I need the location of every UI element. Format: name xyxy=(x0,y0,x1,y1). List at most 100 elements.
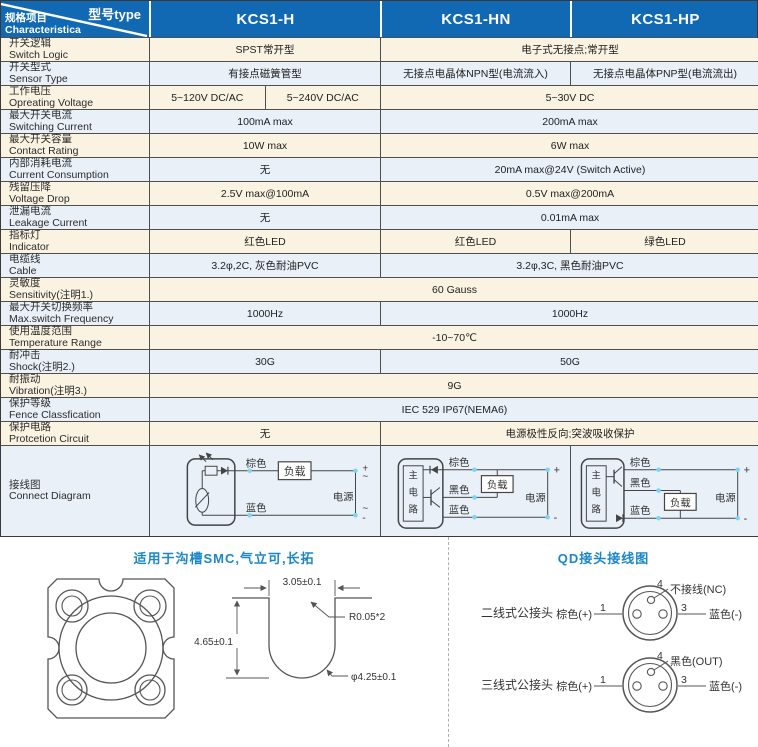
wiring-diagram-kcs1-hn: 主 电 路 负载 xyxy=(380,446,570,536)
model-header-kcs1-h: KCS1-H xyxy=(149,1,380,37)
brown-wire-label: 棕色 xyxy=(630,456,651,469)
value-cell: 1000Hz xyxy=(380,302,758,325)
model-header-kcs1-hp: KCS1-HP xyxy=(570,1,758,37)
value-cell: 200mA max xyxy=(380,110,758,133)
black-wire-label: 黑色 xyxy=(630,477,651,490)
ac-terminal: ~ xyxy=(362,472,368,483)
value-cell: 10W max xyxy=(149,134,380,157)
plus-terminal: + xyxy=(362,464,368,475)
value-cell: 无接点电晶体NPN型(电流流入) xyxy=(380,62,570,85)
groove-diameter-dim: φ4.25±0.1 xyxy=(351,672,397,683)
value-cell: 5~240V DC/AC xyxy=(264,86,380,109)
power-label: 电源 xyxy=(715,491,736,504)
brown-wire-label: 棕色 xyxy=(449,456,470,469)
qd-connector-diagrams: 二线式公接头 1 3 4 棕色(+) 蓝色(-) 不接线(NC) 三线式公接头 xyxy=(481,578,742,713)
pin4-out-label: 黑色(OUT) xyxy=(670,654,723,668)
value-cell: 1000Hz xyxy=(149,302,380,325)
spec-table: 型号type 规格项目 Characteristica KCS1-H KCS1-… xyxy=(0,0,758,537)
groove-width-dim: 3.05±0.1 xyxy=(283,577,322,588)
pin1-label: 棕色(+) xyxy=(556,679,592,693)
value-cell: SPST常开型 xyxy=(149,38,380,61)
pin3-number: 3 xyxy=(681,674,687,686)
load-label: 负载 xyxy=(670,496,691,509)
mounting-drawing: 3.05±0.1 4.65±0.1 R0.05*2 φ4.25±0.1 xyxy=(47,577,397,719)
value-cell: 无 xyxy=(149,422,380,445)
pin1-number: 1 xyxy=(600,674,606,686)
main-circuit-char: 路 xyxy=(408,503,418,514)
pin4-nc-label: 不接线(NC) xyxy=(670,582,726,596)
main-circuit-char: 路 xyxy=(592,503,602,514)
value-cell: -10~70℃ xyxy=(149,326,758,349)
value-cell: 电子式无接点;常开型 xyxy=(380,38,758,61)
groove-depth-dim: 4.65±0.1 xyxy=(194,637,233,648)
plus-terminal: + xyxy=(554,465,560,477)
blue-wire-label: 蓝色 xyxy=(449,503,470,516)
mounting-drawing-section: 适用于沟槽SMC,气立可,长拓 xyxy=(0,537,449,747)
value-cell: 20mA max@24V (Switch Active) xyxy=(380,158,758,181)
minus-terminal: - xyxy=(362,513,365,524)
value-cell: 5~120V DC/AC xyxy=(149,86,265,109)
diagonal-divider xyxy=(1,2,148,37)
minus-terminal: - xyxy=(554,512,558,524)
model-header-kcs1-hn: KCS1-HN xyxy=(380,1,570,37)
main-circuit-char: 主 xyxy=(408,470,417,481)
pin3-label: 蓝色(-) xyxy=(709,679,742,693)
value-cell: 6W max xyxy=(380,134,758,157)
value-cell: 5~30V DC xyxy=(380,86,758,109)
minus-terminal: - xyxy=(744,513,748,525)
pin3-label: 蓝色(-) xyxy=(709,607,742,621)
power-label: 电源 xyxy=(333,490,354,503)
value-cell: 无 xyxy=(149,158,380,181)
value-cell: 红色LED xyxy=(149,230,380,253)
value-cell: 3.2φ,3C, 黑色耐油PVC xyxy=(380,254,758,277)
bottom-section: 适用于沟槽SMC,气立可,长拓 xyxy=(0,537,758,747)
load-label: 负载 xyxy=(284,464,306,478)
value-cell: 无接点电晶体PNP型(电流流出) xyxy=(570,62,758,85)
pin4-number: 4 xyxy=(657,578,663,590)
power-label: 电源 xyxy=(525,491,546,504)
plus-terminal: + xyxy=(744,465,750,477)
value-cell: 50G xyxy=(380,350,758,373)
pin4-number: 4 xyxy=(657,650,663,662)
value-cell: 3.2φ,2C, 灰色耐油PVC xyxy=(149,254,380,277)
main-circuit-char: 电 xyxy=(592,486,601,497)
table-header: 型号type 规格项目 Characteristica KCS1-H KCS1-… xyxy=(1,1,757,37)
groove-radius-dim: R0.05*2 xyxy=(349,612,386,623)
pin1-number: 1 xyxy=(600,602,606,614)
corner-label-characteristic: 规格项目 Characteristica xyxy=(5,12,81,36)
black-wire-label: 黑色 xyxy=(449,483,470,496)
wiring-diagram-kcs1-hp: 主 电 路 负载 棕色 xyxy=(570,446,758,536)
value-cell: IEC 529 IP67(NEMA6) xyxy=(149,398,758,421)
corner-label-type: 型号type xyxy=(88,7,141,22)
qd-section-title: QD接头接线图 xyxy=(557,551,650,566)
value-cell: 有接点磁簧管型 xyxy=(149,62,380,85)
blue-wire-label: 蓝色 xyxy=(630,504,651,517)
pin3-number: 3 xyxy=(681,602,687,614)
three-wire-connector-label: 三线式公接头 xyxy=(481,677,553,692)
value-cell: 无 xyxy=(149,206,380,229)
two-wire-connector-label: 二线式公接头 xyxy=(481,605,553,620)
value-cell: 0.01mA max xyxy=(380,206,758,229)
